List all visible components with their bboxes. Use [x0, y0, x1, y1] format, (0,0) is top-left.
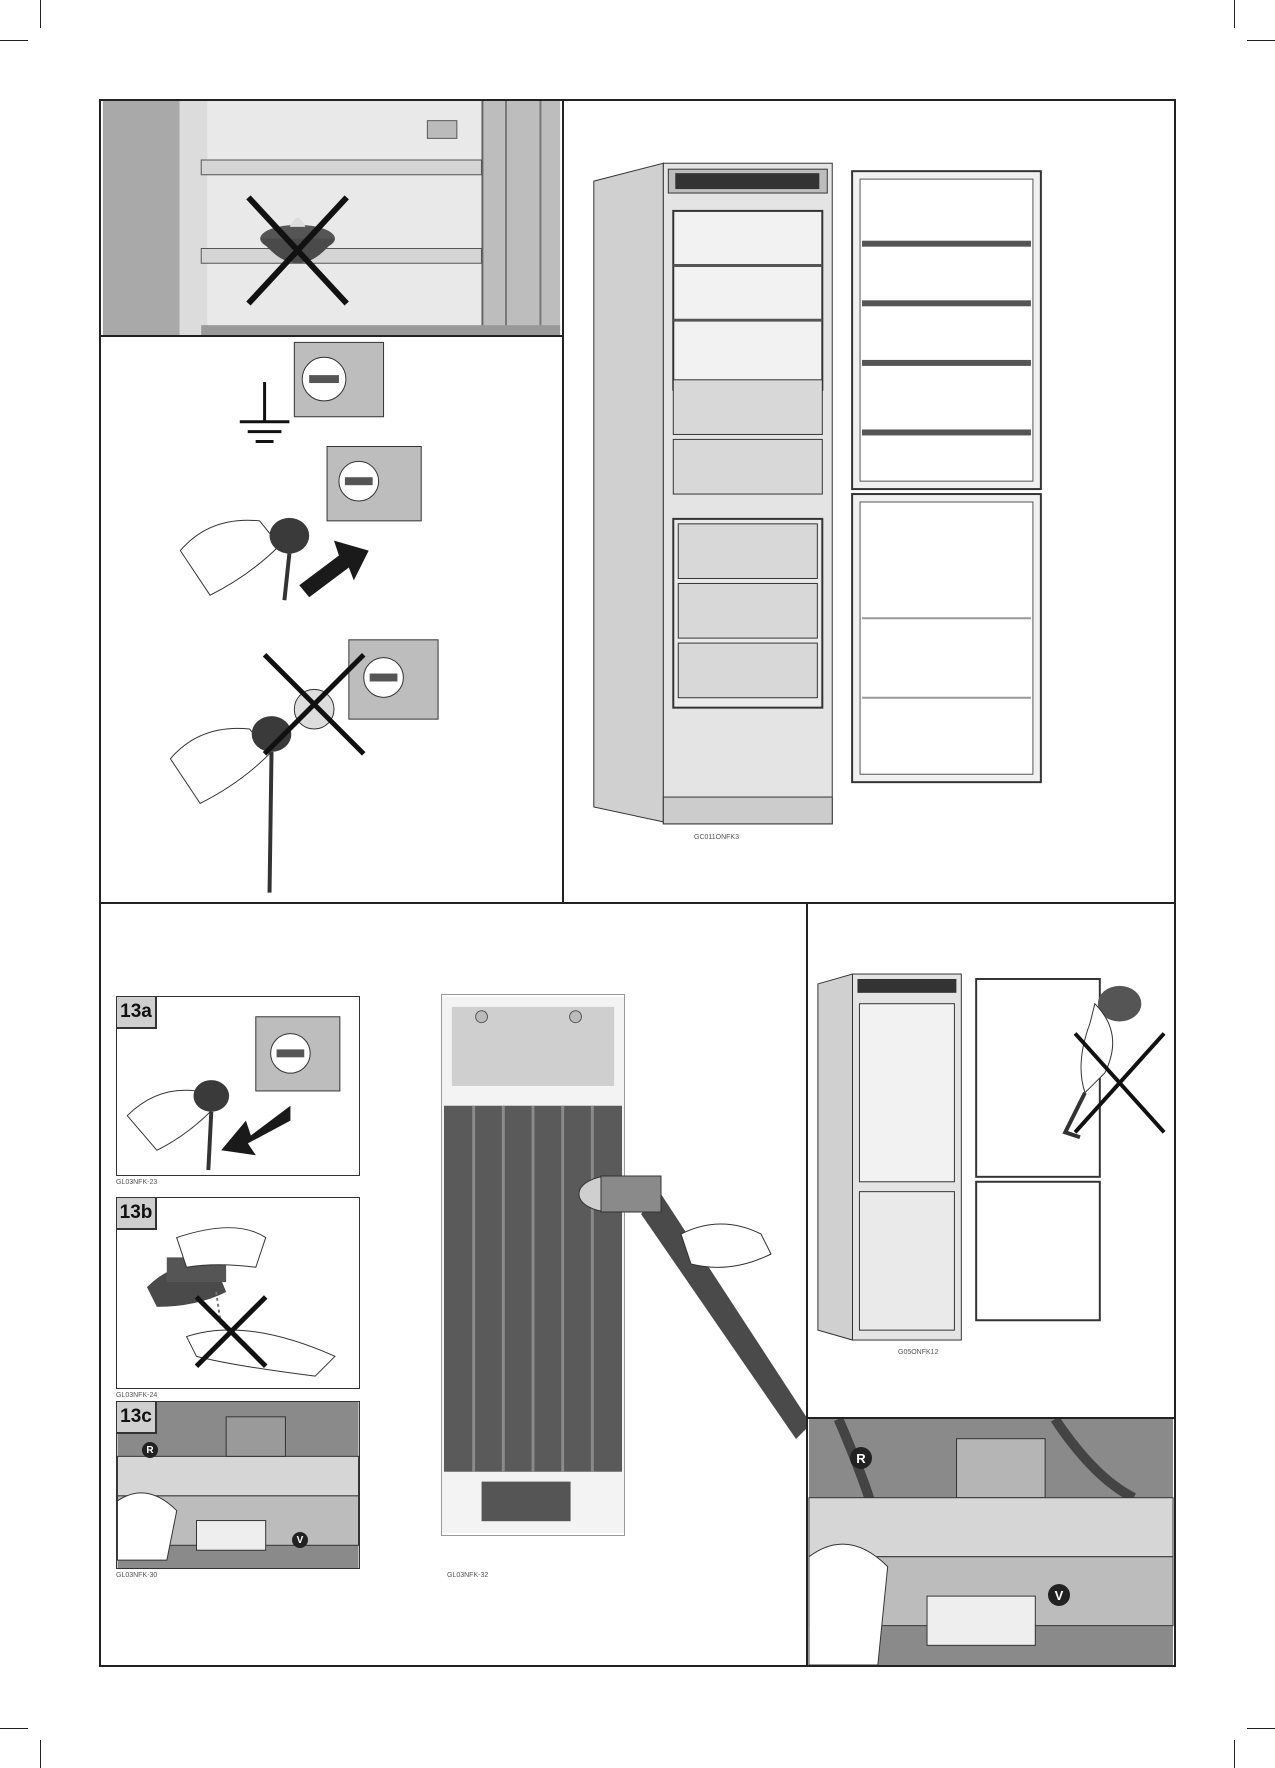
step-label: 13a — [117, 997, 157, 1029]
crop-mark-bottom-right-h — [1247, 1728, 1275, 1729]
condenser-code: GL03NFK-32 — [447, 1572, 488, 1579]
step-13a: 13a — [116, 996, 360, 1176]
panel-cleaning: 13a GL03NFK-23 13b GL03NFK-24 — [99, 902, 808, 1667]
marker-r: R — [142, 1442, 158, 1458]
panel-plug-socket — [99, 335, 564, 904]
crop-mark-bottom-right-v — [1234, 1740, 1235, 1768]
fridge-interior-illustration — [101, 101, 562, 335]
step-13c: 13c R V — [116, 1401, 360, 1569]
plug-socket-illustration — [101, 337, 562, 902]
figure-code: G05ONFK12 — [898, 1349, 938, 1356]
step-code: GL03NFK-24 — [116, 1392, 157, 1399]
no-climbing-illustration — [808, 904, 1174, 1417]
step-label: 13c — [117, 1402, 157, 1434]
crop-mark-top-left-h — [0, 40, 28, 41]
crop-mark-top-right-v — [1234, 0, 1235, 28]
panel-no-liquids — [99, 99, 564, 337]
panel-no-climbing: G05ONFK12 — [806, 902, 1176, 1419]
step-13b: 13b — [116, 1197, 360, 1389]
fridge-illustration — [564, 101, 1174, 902]
marker-r: R — [850, 1447, 872, 1469]
step-code: GL03NFK-30 — [116, 1572, 157, 1579]
crop-mark-bottom-left-v — [40, 1740, 41, 1768]
step-code: GL03NFK-23 — [116, 1179, 157, 1186]
crop-mark-bottom-left-h — [0, 1728, 28, 1729]
marker-v: V — [292, 1532, 308, 1548]
panel-drip-tray: R V — [806, 1417, 1176, 1667]
vacuum-brush-illustration — [571, 1154, 808, 1554]
step-label: 13b — [117, 1198, 157, 1230]
crop-mark-top-right-h — [1247, 40, 1275, 41]
crop-mark-top-left-v — [40, 0, 41, 28]
marker-v: V — [1048, 1584, 1070, 1606]
panel-fridge-open: GC011ONFK3 — [562, 99, 1176, 904]
figure-code: GC011ONFK3 — [694, 834, 739, 841]
